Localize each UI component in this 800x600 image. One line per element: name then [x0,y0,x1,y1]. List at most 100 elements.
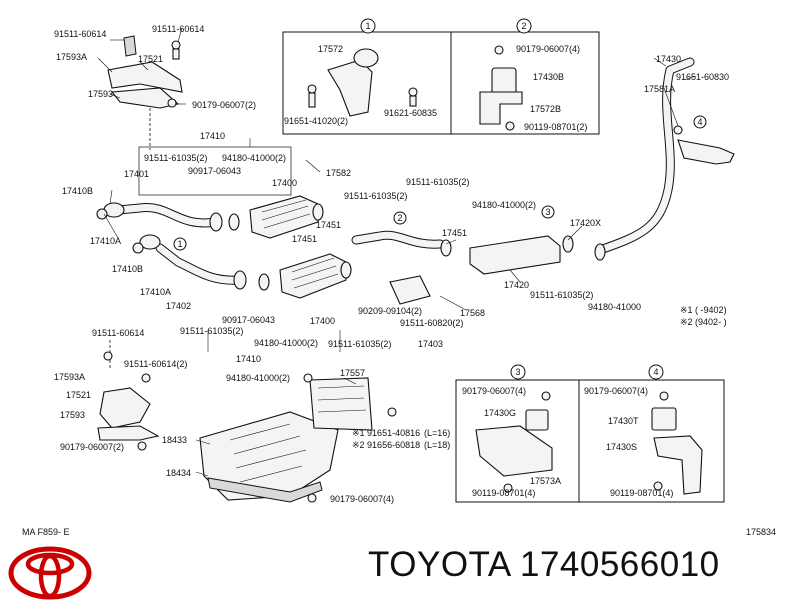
tail-pipe [594,57,735,261]
label-94180-41000-2-d: 94180-41000(2) [226,373,290,383]
label-17410B-b: 17410B [112,264,143,274]
svg-text:3: 3 [545,207,550,217]
label-91511-60614-bot: 91511-60614 [92,328,144,338]
callout-1: 1 [173,237,187,251]
label-17410A-b: 17410A [140,287,171,297]
label-18433: 18433 [162,435,187,445]
label-L18: (L=18) [424,440,450,450]
label-17410B-a: 17410B [62,186,93,196]
label-94180-41000-b: 94180-41000 [588,302,641,312]
label-17451-b: 17451 [292,234,317,244]
label-90179-06007-4-bot: 90179-06007(4) [330,494,394,504]
label-90179-06007-2-top: 90179-06007(2) [192,100,256,110]
label-17581A: 17581A [644,84,675,94]
label-94180-41000-2-c: 94180-41000(2) [254,338,318,348]
label-91511-61035-2-b: 91511-61035(2) [344,191,407,201]
label-17410-bottom: 17410 [236,354,261,364]
svg-text:4: 4 [697,117,702,127]
brand-name: TOYOTA [368,545,510,584]
label-17430G: 17430G [484,408,516,418]
box-number-2: 2 [516,18,532,34]
label-91511-61035-2-f: 91511-61035(2) [328,339,391,349]
label-17572: 17572 [318,44,343,54]
label-17451-c: 17451 [442,228,467,238]
label-91651-60830: 91651-60830 [676,72,729,82]
label-94180-41000-2-b: 94180-41000(2) [472,200,536,210]
label-L16: (L=16) [424,428,450,438]
catalytic-converter-lower [258,253,352,299]
figure-id: 175834 [745,527,776,537]
label-17402: 17402 [166,301,191,311]
label-17430S: 17430S [606,442,637,452]
label-91511-60614-2-bot: 91511-60614(2) [124,359,187,369]
label-17400-b: 17400 [310,316,335,326]
label-18434: 18434 [166,468,191,478]
label-90119-08701-2: 90119-08701(2) [524,122,587,132]
label-17573A: 17573A [530,476,561,486]
label-94180-41000-2-a: 94180-41000(2) [222,153,286,163]
svg-text:2: 2 [397,213,402,223]
label-91621-60835: 91621-60835 [384,108,437,118]
box-number-3: 3 [510,364,526,380]
label-17430: 17430 [656,54,681,64]
label-17420X: 17420X [570,218,601,228]
box3-parts [475,391,553,493]
label-90179-06007-4-box3: 90179-06007(4) [462,386,526,396]
label-191651-40816: ※1 91651-40816 [352,428,420,438]
callout-4: 4 [693,115,707,129]
part-number: 1740566010 [519,545,720,584]
center-pipe-and-muffler [351,230,574,305]
label-17593-bot: 17593 [60,410,85,420]
label-90119-08701-4-box3: 90119-08701(4) [472,488,535,498]
front-pipe-assembly [96,146,292,290]
label-17582: 17582 [326,168,351,178]
label-91511-60614-a: 91511-60614 [54,29,106,39]
bottom-left-hanger-assembly [97,340,160,451]
label-90179-06007-4-box4: 90179-06007(4) [584,386,648,396]
label-17420: 17420 [504,280,529,290]
label-17593-top: 17593 [88,89,113,99]
label-17401: 17401 [124,169,149,179]
label-91511-61035-2-c: 91511-61035(2) [406,177,469,187]
toyota-logo [8,546,92,600]
label-17451-a: 17451 [316,220,341,230]
note-2: ※2 (9402- ) [680,317,727,327]
label-90179-06007-2-bot: 90179-06007(2) [60,442,124,452]
label-17557: 17557 [340,368,365,378]
label-17593A-bot: 17593A [54,372,85,382]
label-17410-top: 17410 [200,131,225,141]
label-17410A-a: 17410A [90,236,121,246]
label-91651-41020-2: 91651-41020(2) [284,116,348,126]
label-17430B: 17430B [533,72,564,82]
label-91511-60820-2: 91511-60820(2) [400,318,463,328]
label-91511-61035-2-d: 91511-61035(2) [180,326,243,336]
leader-lines [97,27,697,477]
label-17521-top: 17521 [138,54,163,64]
label-90917-06043-a: 90917-06043 [188,166,241,176]
svg-text:4: 4 [653,367,658,377]
svg-text:2: 2 [521,21,526,31]
callout-3: 3 [541,205,555,219]
box1-parts [307,48,418,117]
label-90119-08701-4-box4: 90119-08701(4) [610,488,673,498]
label-291656-60818: ※2 91656-60818 [352,440,420,450]
diagram-code: MA F859- E [22,527,70,537]
svg-text:3: 3 [515,367,520,377]
brand-and-part-number: TOYOTA 1740566010 [368,545,720,585]
label-90917-06043-b: 90917-06043 [222,315,275,325]
label-17430T: 17430T [608,416,639,426]
svg-text:1: 1 [365,21,370,31]
top-left-hanger-assembly [107,35,183,150]
label-90179-06007-4-box2: 90179-06007(4) [516,44,580,54]
heat-shield [199,373,397,503]
label-91511-61035-2-a: 91511-61035(2) [144,153,207,163]
box2-parts [479,45,523,131]
label-90209-09104-2: 90209-09104(2) [358,306,422,316]
note-1: ※1 ( -9402) [680,305,727,315]
label-17400-a: 17400 [272,178,297,188]
box4-parts [651,391,703,495]
label-17521-bot: 17521 [66,390,91,400]
label-91511-61035-2-e: 91511-61035(2) [530,290,593,300]
box-4 [578,379,725,503]
